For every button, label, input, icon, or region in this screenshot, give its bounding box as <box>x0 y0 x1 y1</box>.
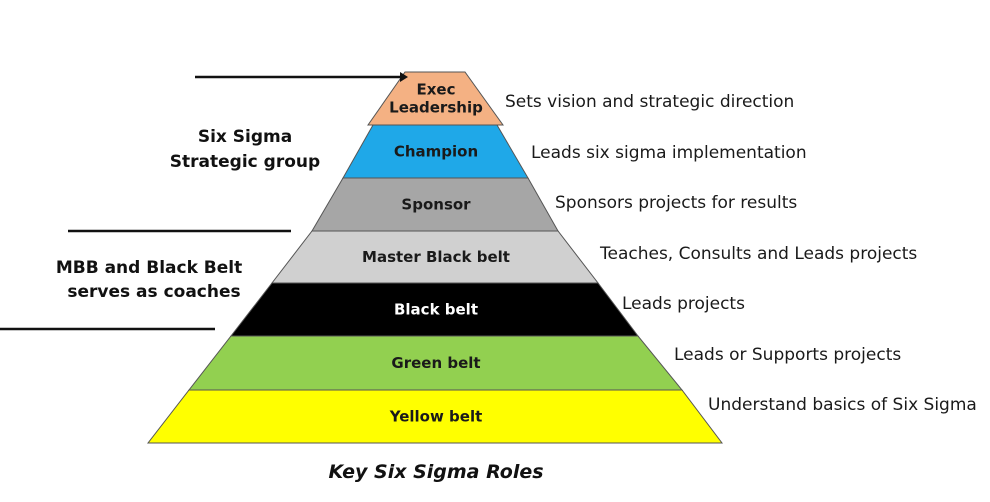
strategic-group-label: Six Sigma Strategic group <box>170 127 320 172</box>
pyramid-label-line: Black belt <box>394 301 478 319</box>
pyramid-label-line: Yellow belt <box>389 408 483 426</box>
pyramid-label-yellow-belt: Yellow belt <box>389 408 483 426</box>
strategic-group-line-1: Six Sigma <box>198 127 292 147</box>
pyramid-layer-exec <box>367 71 504 126</box>
pyramid-label-master-black-belt: Master Black belt <box>362 248 510 266</box>
desc-champion: Leads six sigma implementation <box>531 143 807 163</box>
desc-master-black-belt: Teaches, Consults and Leads projects <box>599 244 917 264</box>
pyramid-label-line: Sponsor <box>401 196 471 214</box>
coaches-group-line-1: MBB and Black Belt <box>56 258 242 278</box>
pyramid-label-sponsor: Sponsor <box>401 196 471 214</box>
pyramid-label-line: Green belt <box>391 354 480 372</box>
pyramid-label-black-belt: Black belt <box>394 301 478 319</box>
bracket-lines <box>0 72 408 331</box>
pyramid-label-champion: Champion <box>394 143 478 161</box>
strategic-group-line-2: Strategic group <box>170 152 320 172</box>
desc-black-belt: Leads projects <box>622 294 745 314</box>
coaches-group-line-2: serves as coaches <box>67 282 240 302</box>
diagram-caption: Key Six Sigma Roles <box>328 461 543 483</box>
pyramid-label-line: Champion <box>394 143 478 161</box>
coaches-group-label: MBB and Black Belt serves as coaches <box>56 258 248 302</box>
pyramid-label-line: Master Black belt <box>362 248 510 266</box>
pyramid-label-line: Leadership <box>389 99 483 117</box>
desc-sponsor: Sponsors projects for results <box>555 193 797 213</box>
layer-descriptions: Sets vision and strategic direction Lead… <box>505 92 977 415</box>
desc-green-belt: Leads or Supports projects <box>674 345 901 365</box>
desc-exec: Sets vision and strategic direction <box>505 92 794 112</box>
desc-yellow-belt: Understand basics of Six Sigma <box>708 395 977 415</box>
arrow-head-icon <box>400 72 408 82</box>
pyramid-label-line: Exec <box>417 81 456 99</box>
pyramid-layer-yellow-belt <box>146 389 724 444</box>
pyramid-label-green-belt: Green belt <box>391 354 480 372</box>
